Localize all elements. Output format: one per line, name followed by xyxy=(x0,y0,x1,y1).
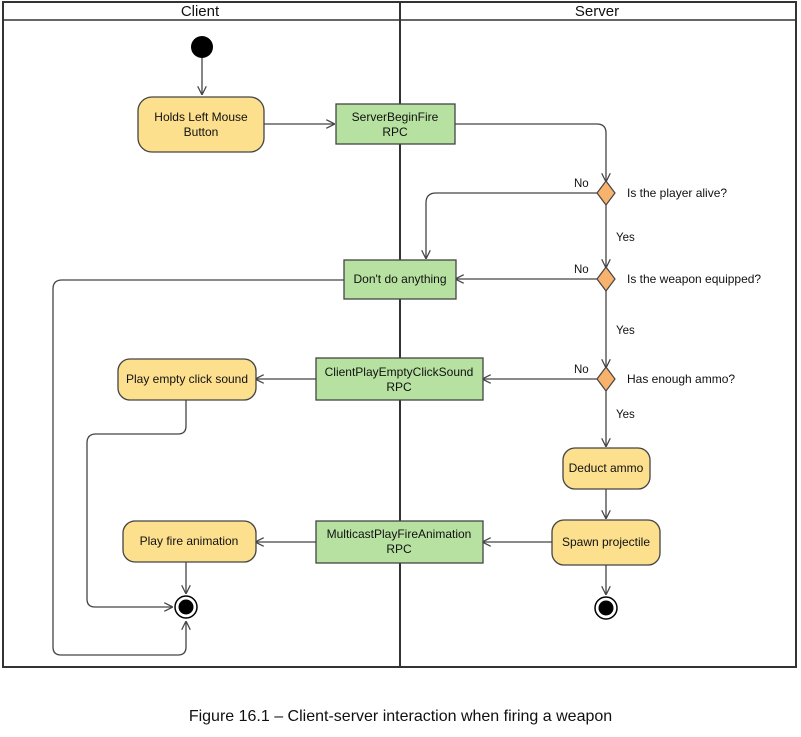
decision-ammo-label: Has enough ammo? xyxy=(627,372,735,386)
play-empty-click-label: Play empty click sound xyxy=(126,372,248,386)
spawn-projectile-node: Spawn projectile xyxy=(551,519,661,566)
start-node xyxy=(191,36,213,58)
deduct-ammo-node: Deduct ammo xyxy=(562,447,651,490)
play-empty-click-node: Play empty click sound xyxy=(117,358,257,401)
server-begin-fire-node: ServerBeginFire RPC xyxy=(335,103,456,145)
decision-weapon-label: Is the weapon equipped? xyxy=(627,272,761,286)
ammo-no-label: No xyxy=(574,364,589,376)
multicast-play-fire-label-line2: RPC xyxy=(386,542,412,556)
client-end-node xyxy=(174,595,198,619)
hold-mouse-node: Holds Left Mouse Button xyxy=(137,96,265,153)
dont-do-anything-node: Don't do anything xyxy=(343,259,457,300)
edge-empty-click-to-end xyxy=(86,400,187,607)
server-lane-title: Server xyxy=(575,3,619,20)
multicast-play-fire-node: MulticastPlayFireAnimation RPC xyxy=(315,520,484,564)
edges xyxy=(52,58,606,656)
dont-do-anything-label: Don't do anything xyxy=(353,272,446,286)
decision-alive-diamond xyxy=(596,180,616,206)
client-play-empty-click-label-line2: RPC xyxy=(386,380,412,394)
client-lane-title: Client xyxy=(181,3,220,20)
deduct-ammo-label: Deduct ammo xyxy=(569,461,644,475)
hold-mouse-label-line2: Button xyxy=(184,125,219,139)
client-play-empty-click-node: ClientPlayEmptyClickSound RPC xyxy=(315,357,484,401)
figure-caption: Figure 16.1 – Client-server interaction … xyxy=(188,708,613,725)
decision-ammo-diamond xyxy=(596,366,616,392)
swimlane-frame xyxy=(2,1,797,668)
server-begin-fire-label-line1: ServerBeginFire xyxy=(352,110,439,124)
play-fire-animation-node: Play fire animation xyxy=(122,520,257,563)
weapon-no-label: No xyxy=(574,264,589,276)
ammo-yes-label: Yes xyxy=(616,409,635,421)
activity-diagram: Client Server Holds Left Mouse Button xyxy=(2,1,797,668)
client-play-empty-click-label-line1: ClientPlayEmptyClickSound xyxy=(325,365,474,379)
edge-serverbeginfire-to-alive xyxy=(455,123,606,181)
decision-alive-label: Is the player alive? xyxy=(627,186,727,200)
hold-mouse-label-line1: Holds Left Mouse xyxy=(154,110,248,124)
alive-no-label: No xyxy=(574,178,589,190)
decision-weapon-diamond xyxy=(596,266,616,292)
server-begin-fire-label-line2: RPC xyxy=(382,125,408,139)
edge-dont-do-to-end xyxy=(52,279,344,656)
alive-yes-label: Yes xyxy=(616,232,635,244)
spawn-projectile-label: Spawn projectile xyxy=(562,535,650,549)
edge-alive-no xyxy=(426,192,597,258)
multicast-play-fire-label-line1: MulticastPlayFireAnimation xyxy=(327,527,472,541)
play-fire-animation-label: Play fire animation xyxy=(140,534,239,548)
weapon-yes-label: Yes xyxy=(616,325,635,337)
server-end-node xyxy=(594,596,618,620)
